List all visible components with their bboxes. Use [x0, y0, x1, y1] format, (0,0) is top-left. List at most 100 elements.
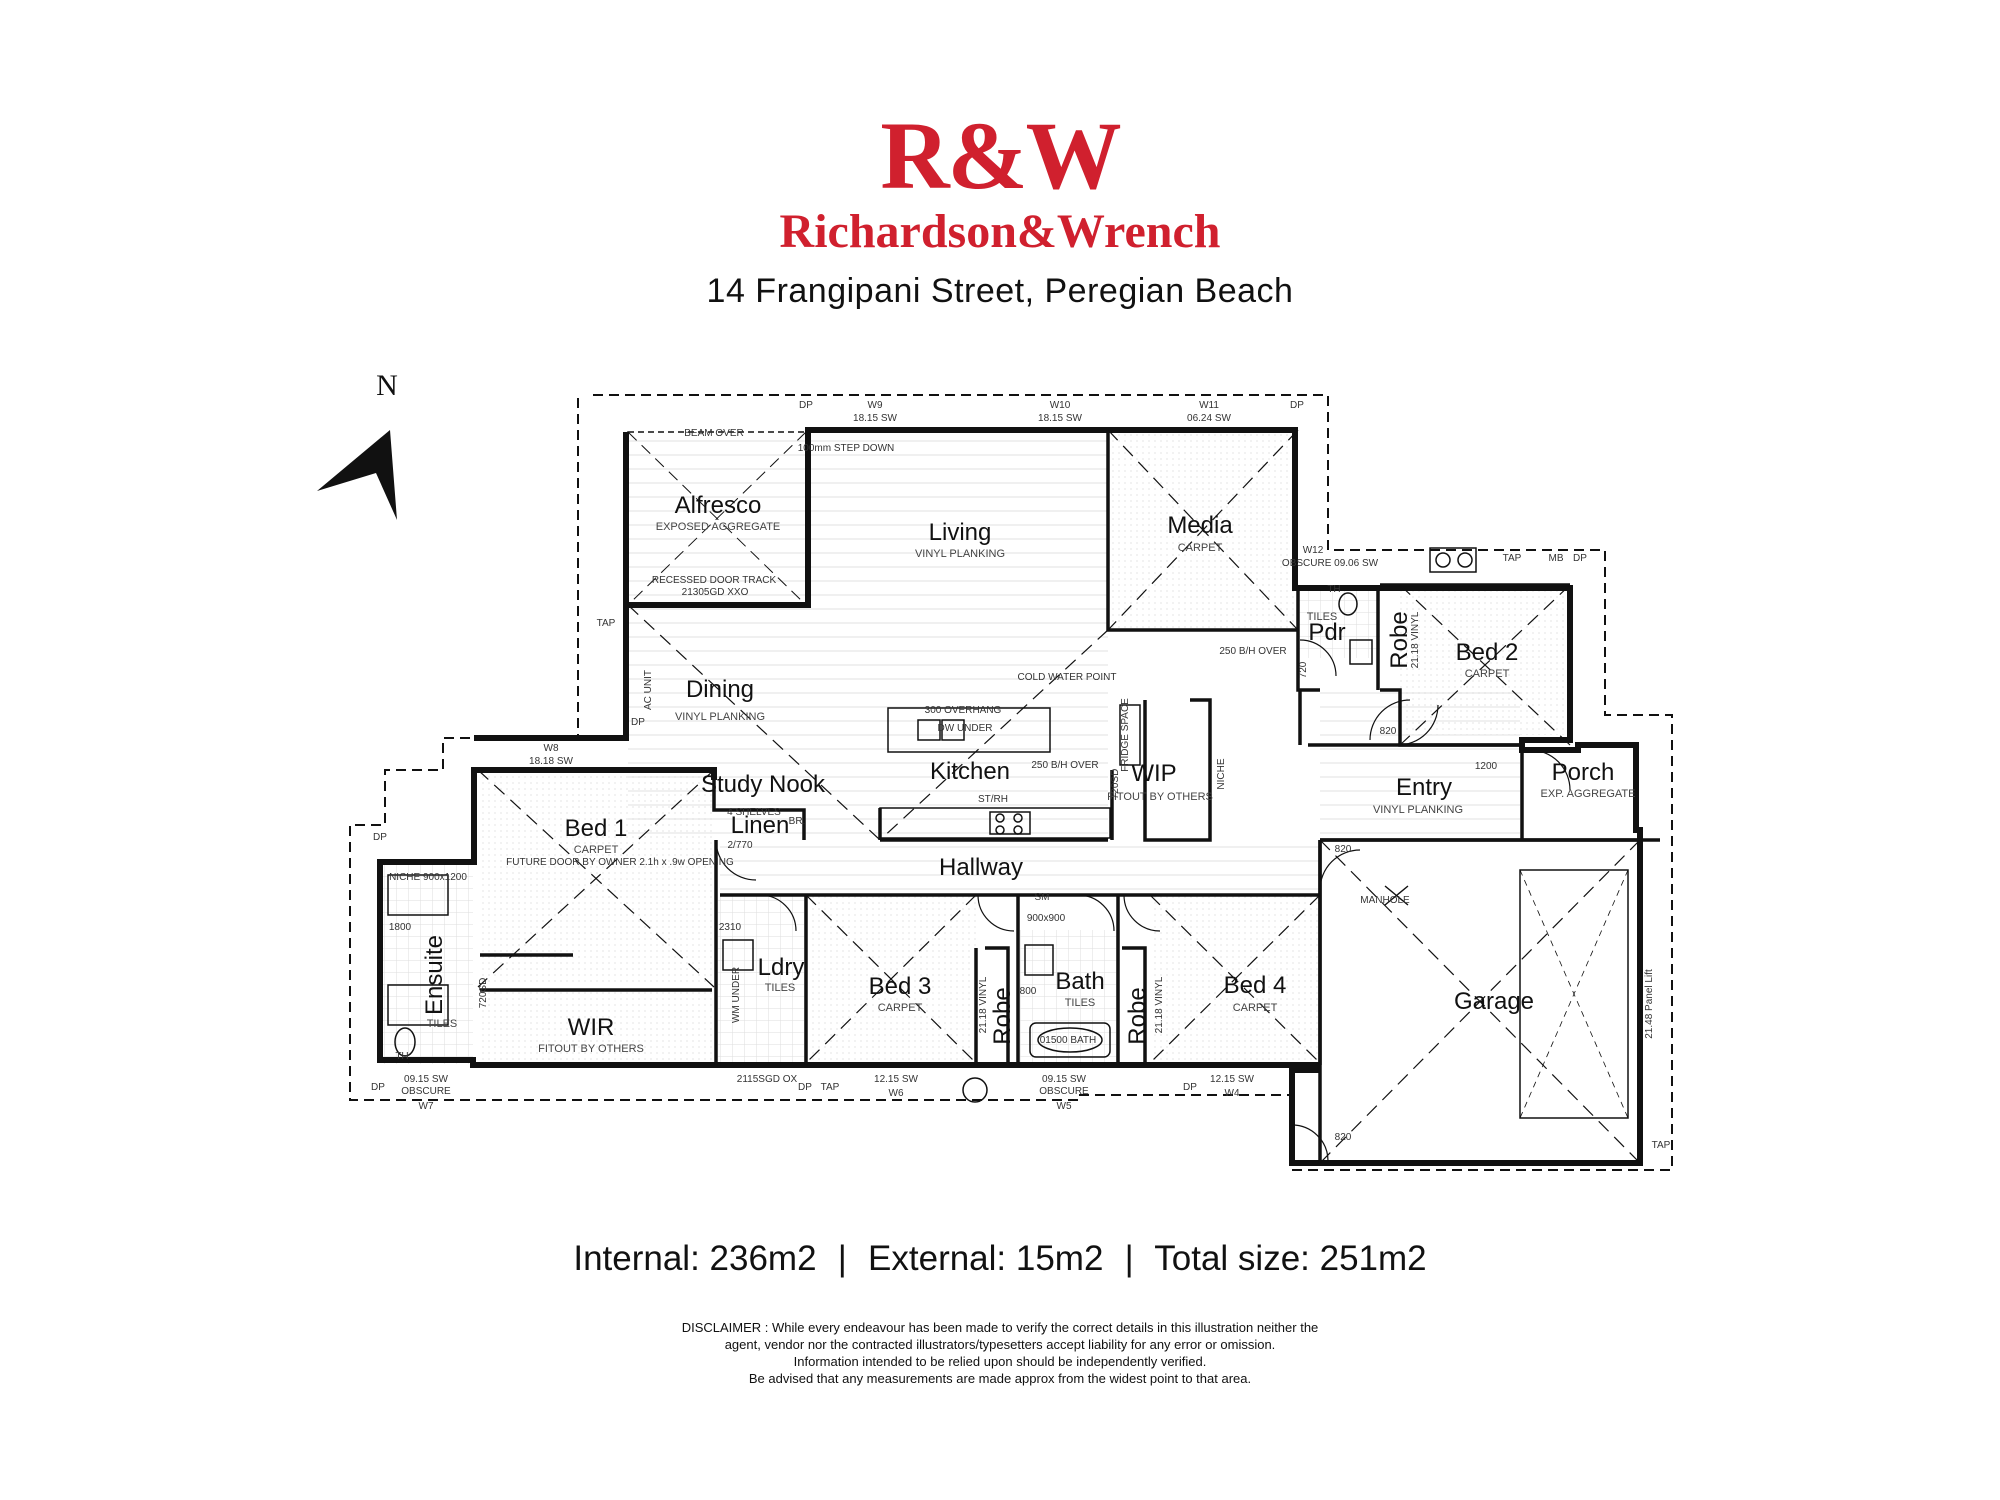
garage-details [1319, 838, 1642, 1164]
total-size: Total size: 251m2 [1154, 1239, 1427, 1278]
room-living: Living [929, 519, 992, 546]
room-ldry-finish: TILES [765, 982, 796, 994]
svg-text:DP: DP [799, 400, 813, 411]
svg-text:09.15 SW: 09.15 SW [1042, 1074, 1086, 1085]
svg-text:21305GD XXO: 21305GD XXO [682, 587, 749, 598]
svg-text:W9: W9 [868, 400, 883, 411]
summary-separator: | [1124, 1239, 1134, 1278]
svg-text:BEAM OVER: BEAM OVER [684, 428, 743, 439]
brand-name: Richardson&Wrench [779, 205, 1221, 258]
svg-text:2115SGD OX: 2115SGD OX [737, 1074, 798, 1085]
svg-text:DP: DP [631, 717, 645, 728]
svg-text:250 B/H OVER: 250 B/H OVER [1219, 646, 1286, 657]
plan-annotations: W9 18.15 SW W10 18.15 SW W11 06.24 SW W1… [371, 400, 1671, 1151]
room-study-nook: Study Nook [701, 771, 826, 798]
svg-text:DW UNDER: DW UNDER [938, 723, 993, 734]
size-summary: Internal: 236m2 | External: 15m2 | Total… [0, 1241, 2000, 1276]
floor-fills [383, 430, 1568, 1064]
svg-text:1800: 1800 [389, 922, 412, 933]
svg-text:720SD: 720SD [478, 978, 489, 1009]
svg-text:W8: W8 [544, 743, 559, 754]
svg-text:OBSCURE: OBSCURE [1039, 1086, 1089, 1097]
room-ensuite-finish: TILES [427, 1018, 458, 1030]
room-pdr-finish: TILES [1307, 611, 1338, 623]
room-bed2-finish: CARPET [1465, 668, 1510, 680]
svg-text:DP: DP [1290, 400, 1304, 411]
svg-text:21.18 VINYL: 21.18 VINYL [1410, 611, 1421, 668]
svg-text:TAP: TAP [1503, 553, 1522, 564]
svg-text:18.15 SW: 18.15 SW [1038, 413, 1082, 424]
room-ldry: Ldry [758, 954, 805, 981]
door-swings [715, 639, 1571, 1162]
room-media-finish: CARPET [1178, 542, 1223, 554]
room-alfresco: Alfresco [675, 492, 762, 519]
property-address: 14 Frangipani Street, Peregian Beach [706, 272, 1294, 310]
svg-text:720: 720 [1298, 661, 1309, 678]
room-wip-finish: FITOUT BY OTHERS [1107, 791, 1213, 803]
svg-text:FUTURE DOOR BY OWNER 2.1h x .9: FUTURE DOOR BY OWNER 2.1h x .9w OPENING [506, 857, 734, 868]
room-bed3: Bed 3 [869, 973, 932, 1000]
room-hallway: Hallway [939, 854, 1023, 881]
svg-text:RECESSED DOOR TRACK: RECESSED DOOR TRACK [652, 575, 777, 586]
svg-text:OBSCURE 09.06 SW: OBSCURE 09.06 SW [1282, 558, 1379, 569]
svg-text:TH: TH [1327, 584, 1340, 595]
svg-text:1200: 1200 [1475, 761, 1498, 772]
room-alfresco-finish: EXPOSED AGGREGATE [656, 521, 781, 533]
svg-text:TAP: TAP [597, 618, 616, 629]
svg-text:820: 820 [1380, 726, 1397, 737]
svg-text:DP: DP [798, 1082, 812, 1093]
svg-text:BR.: BR. [789, 816, 806, 827]
svg-text:09.15 SW: 09.15 SW [404, 1074, 448, 1085]
svg-text:100mm STEP DOWN: 100mm STEP DOWN [798, 443, 895, 454]
svg-text:300 OVERHANG: 300 OVERHANG [925, 705, 1002, 716]
logo-mark: R&W [880, 102, 1121, 209]
svg-text:TAP: TAP [1652, 1140, 1671, 1151]
room-dining-finish: VINYL PLANKING [675, 711, 765, 723]
svg-text:COLD WATER POINT: COLD WATER POINT [1018, 672, 1117, 683]
room-dining: Dining [686, 676, 754, 703]
svg-text:820: 820 [1335, 844, 1352, 855]
room-media: Media [1167, 512, 1233, 539]
disclaimer-line: Be advised that any measurements are mad… [748, 1371, 1252, 1386]
svg-text:4 SHELVES: 4 SHELVES [727, 807, 781, 818]
kitchen-fixtures [879, 704, 1141, 839]
disclaimer-line: DISCLAIMER : While every endeavour has b… [681, 1320, 1319, 1335]
room-pdr: Pdr [1308, 619, 1345, 646]
alfresco-details [627, 431, 807, 606]
svg-text:NICHE: NICHE [1216, 758, 1227, 789]
disclaimer-line: Information intended to be relied upon s… [793, 1354, 1207, 1369]
room-entry: Entry [1396, 774, 1452, 801]
room-diagonals [477, 429, 1571, 1064]
svg-text:W12: W12 [1303, 545, 1324, 556]
svg-text:21.18 VINYL: 21.18 VINYL [1154, 976, 1165, 1033]
disclaimer: DISCLAIMER : While every endeavour has b… [0, 1319, 2000, 1387]
room-ensuite: Ensuite [421, 935, 448, 1015]
svg-text:21.18 VINYL: 21.18 VINYL [978, 976, 989, 1033]
external-size: External: 15m2 [868, 1239, 1104, 1278]
svg-text:TH: TH [395, 1051, 408, 1062]
room-bath-finish: TILES [1065, 997, 1096, 1009]
svg-text:AC UNIT: AC UNIT [643, 670, 654, 710]
svg-text:TAP: TAP [821, 1082, 840, 1093]
svg-text:SM: SM [1035, 892, 1050, 903]
svg-text:MANHOLE: MANHOLE [1360, 895, 1410, 906]
room-porch: Porch [1552, 759, 1615, 786]
svg-text:W7: W7 [419, 1101, 434, 1112]
svg-text:01500 BATH: 01500 BATH [1040, 1035, 1097, 1046]
room-wip: WIP [1131, 760, 1176, 787]
room-wir-finish: FITOUT BY OTHERS [538, 1043, 644, 1055]
svg-text:06.24 SW: 06.24 SW [1187, 413, 1231, 424]
room-linen: Linen [731, 812, 790, 839]
room-living-finish: VINYL PLANKING [915, 548, 1005, 560]
svg-text:DP: DP [1573, 553, 1587, 564]
compass-label: N [376, 369, 398, 402]
room-robe-bed2: Robe [1386, 611, 1413, 668]
room-kitchen: Kitchen [930, 758, 1010, 785]
svg-text:18.15 SW: 18.15 SW [853, 413, 897, 424]
room-labels: Alfresco EXPOSED AGGREGATE Living VINYL … [421, 492, 1635, 1055]
svg-text:DP: DP [373, 832, 387, 843]
room-bed1-finish: CARPET [574, 844, 619, 856]
svg-text:WM UNDER: WM UNDER [731, 967, 742, 1023]
svg-text:ST/RH: ST/RH [978, 794, 1008, 805]
